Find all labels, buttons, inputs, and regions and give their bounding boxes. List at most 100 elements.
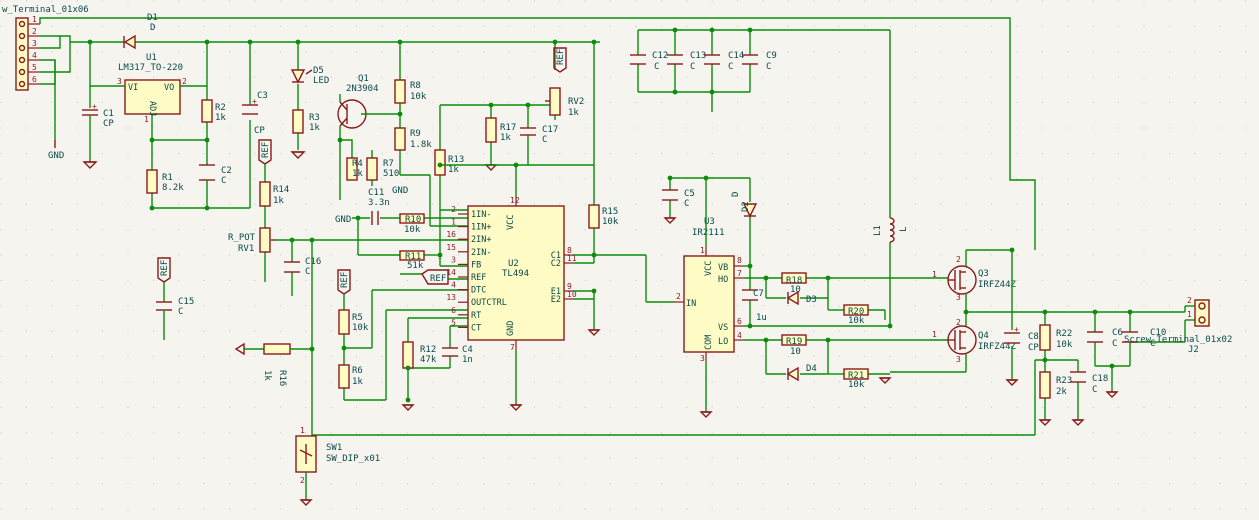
ref-flag-r5 [337,269,351,295]
capacitor-c4[interactable] [442,347,458,357]
resistor-r3[interactable] [292,109,304,134]
gnd-symbol-sw1 [299,499,313,506]
j2-pin1: 1 [1187,310,1192,319]
junction-dot [355,215,361,221]
resistor-r9[interactable] [394,127,406,151]
resistor-r18[interactable] [781,272,807,284]
capacitor-c14[interactable] [704,54,720,65]
r21-value: 10k [848,380,865,390]
capacitor-c1[interactable] [82,42,98,169]
resistor-r2[interactable] [201,99,213,123]
capacitor-c17[interactable] [520,127,536,136]
resistor-r16[interactable] [234,342,312,356]
inductor-l1[interactable] [889,217,895,243]
junction-dot [591,288,597,294]
output-wires [312,249,1195,436]
u3-vs-pin: 6 [737,317,742,326]
q1-wires [339,42,401,186]
mosfet-q4[interactable] [947,325,977,355]
connector-j2[interactable] [1194,299,1210,327]
r4-ref: R4 [352,159,363,169]
capacitor-c12[interactable] [630,54,646,65]
regulator-u1[interactable] [90,79,207,140]
gnd-symbol-r23 [1038,419,1052,426]
capacitor-c8[interactable] [1004,332,1020,344]
capacitor-c13[interactable] [667,54,683,65]
u3-in: IN [686,299,696,309]
ic-u3-ir2111[interactable] [674,246,744,362]
potentiometer-rv2[interactable] [549,87,561,116]
c15-value: C [178,307,183,317]
c7-value: 1u [756,313,767,323]
q4-pin3: 3 [956,355,961,364]
c9-ref: C9 [766,51,777,61]
u3-ref: U3 [704,217,715,227]
ref-label-r14: REF [261,142,271,158]
resistor-r21[interactable] [843,368,869,380]
junction-dot [513,162,519,168]
r9-value: 1.8k [410,140,432,150]
resistor-r20[interactable] [843,304,869,316]
switch-sw1[interactable] [295,435,317,500]
mosfet-q3[interactable] [947,265,977,295]
u1-pin1: 1 [144,115,149,124]
resistor-r5[interactable] [338,309,350,335]
junction-dot [337,137,343,143]
diode-d3[interactable] [786,290,799,306]
gnd-symbol-c8 [1005,379,1019,386]
resistor-r13[interactable] [434,149,446,176]
resistor-r10[interactable] [399,213,425,224]
capacitor-c7[interactable] [742,289,758,301]
capacitor-c16[interactable] [284,261,300,273]
capacitor-c2[interactable] [199,164,215,181]
u2-gnd: GND [506,321,516,336]
d4-ref: D4 [806,364,817,374]
u3-vb-pin: 8 [737,256,742,265]
capacitor-c9[interactable] [742,54,758,65]
resistor-r22[interactable] [1039,324,1051,351]
resistor-r6[interactable] [338,364,350,389]
junction-dot [397,111,403,117]
capacitor-c3[interactable] [242,104,258,115]
u1-ref: U1 [146,53,157,63]
resistor-r4[interactable] [346,157,358,181]
potentiometer-rv1[interactable] [259,227,271,253]
led-d5[interactable] [290,69,313,84]
q3-value: IRFZ44Z [978,280,1017,290]
c8-value: CP [1028,343,1039,353]
resistor-r15[interactable] [588,204,600,229]
diode-d1[interactable] [123,34,136,50]
u2-vcc-pin: 12 [510,196,520,205]
ic-u2-tl494[interactable] [467,196,565,350]
resistor-r1[interactable] [146,169,158,194]
u2-pin-name-fb: FB [471,260,481,270]
capacitor-c10[interactable] [1122,331,1138,343]
resistor-r19[interactable] [781,334,807,346]
capacitor-c5[interactable] [662,189,678,201]
junction-dot [525,102,531,108]
capacitor-c18[interactable] [1070,371,1086,383]
connector-j1[interactable] [15,17,40,91]
diode-d4[interactable] [786,366,799,382]
resistor-r8[interactable] [394,79,406,104]
r19-ref: R19 [786,337,802,347]
transistor-q1[interactable] [337,99,380,129]
resistor-r23[interactable] [1039,371,1051,399]
r7-ref: R7 [383,159,394,169]
capacitor-c15[interactable] [156,282,172,340]
diode-d2[interactable] [742,203,758,218]
resistor-r14[interactable] [259,181,271,207]
junction-dot [703,175,709,181]
capacitor-c11[interactable] [371,211,379,225]
u2-pin-name-2in-: 2IN- [471,248,491,258]
ref-label-rv2: REF [556,49,566,65]
r12-value: 47k [420,355,437,365]
resistor-r11[interactable] [399,250,425,261]
capacitor-c6[interactable] [1087,331,1103,343]
resistor-r17[interactable] [485,117,497,143]
r14-value: 1k [273,196,284,206]
resistor-r7[interactable] [366,157,378,181]
resistor-r12[interactable] [402,341,414,369]
junction-dot [247,39,253,45]
u1-vi: VI [128,83,138,93]
